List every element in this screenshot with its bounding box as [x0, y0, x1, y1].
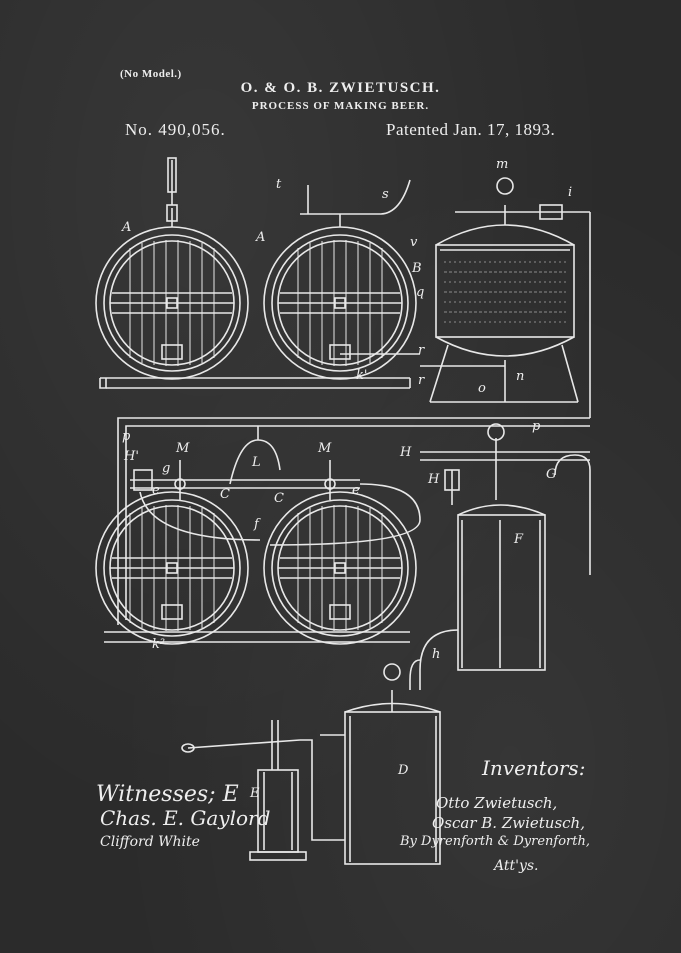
label-k2: k²	[152, 637, 165, 652]
label-s: s	[382, 187, 389, 202]
label-e: E	[249, 786, 260, 801]
lower-barrel-right	[263, 491, 417, 645]
patent-number: No. 490,056.	[125, 120, 226, 139]
pump-e	[181, 720, 345, 861]
vessel-f	[419, 423, 591, 690]
label-o: o	[478, 381, 486, 396]
upper-barrel-right	[263, 179, 420, 380]
label-g: G	[546, 467, 556, 482]
label-a2: A	[255, 230, 265, 245]
label-k-prime: k'	[356, 368, 367, 383]
lower-barrel-left	[95, 491, 249, 645]
upper-stand	[99, 377, 411, 389]
attys-label: Att'ys.	[494, 858, 539, 874]
label-h-small: h	[432, 647, 440, 662]
label-p2: p	[532, 419, 541, 434]
label-n: n	[516, 369, 524, 384]
label-b: B	[411, 261, 422, 276]
patent-date: Patented Jan. 17, 1893.	[386, 120, 556, 139]
inventors-label: Inventors:	[482, 756, 586, 780]
label-i: i	[568, 185, 572, 200]
label-c1: C	[220, 487, 230, 502]
patent-title: PROCESS OF MAKING BEER.	[251, 100, 430, 112]
vessel-d	[320, 659, 441, 865]
label-r2: r	[418, 373, 425, 388]
vessel-b	[420, 177, 591, 418]
main-pipe	[117, 417, 590, 625]
label-a1: A	[121, 220, 131, 235]
label-e2: e	[352, 483, 360, 498]
label-f-small: f	[253, 517, 261, 532]
inventor-signature-1: Otto Zwietusch,	[436, 794, 558, 812]
label-v: v	[410, 235, 418, 250]
label-d: D	[397, 763, 409, 778]
label-f: F	[513, 532, 524, 547]
label-t: t	[276, 177, 282, 192]
label-l: L	[251, 455, 261, 470]
label-e1: e	[152, 483, 160, 498]
label-h1: H	[399, 445, 412, 460]
attorneys-signature: By Dyrenforth & Dyrenforth,	[400, 834, 590, 849]
label-m1: M	[175, 441, 190, 456]
upper-barrel-left	[95, 157, 249, 380]
label-p1: p	[122, 429, 131, 444]
label-m-small: m	[496, 157, 508, 172]
label-g-small: g	[162, 461, 170, 476]
label-q: q	[416, 285, 424, 300]
inventor-signature-2: Oscar B. Zwietusch,	[432, 814, 585, 832]
witness-signature-1: Chas. E. Gaylord	[100, 806, 271, 830]
patent-inventors-heading: O. & O. B. ZWIETUSCH.	[240, 80, 441, 96]
lower-manifold	[130, 426, 421, 546]
label-h2: H	[427, 472, 440, 487]
witness-signature-2: Clifford White	[100, 834, 200, 850]
witnesses-label: Witnesses; E	[96, 782, 239, 807]
label-c2: C	[274, 491, 284, 506]
label-h-prime: H'	[123, 449, 139, 464]
label-m2: M	[317, 441, 332, 456]
no-model-note: (No Model.)	[120, 68, 182, 80]
figure-labels: A A B C C D E F G H H H' k' k² L M M p p…	[121, 157, 572, 801]
label-r1: r	[418, 343, 425, 358]
